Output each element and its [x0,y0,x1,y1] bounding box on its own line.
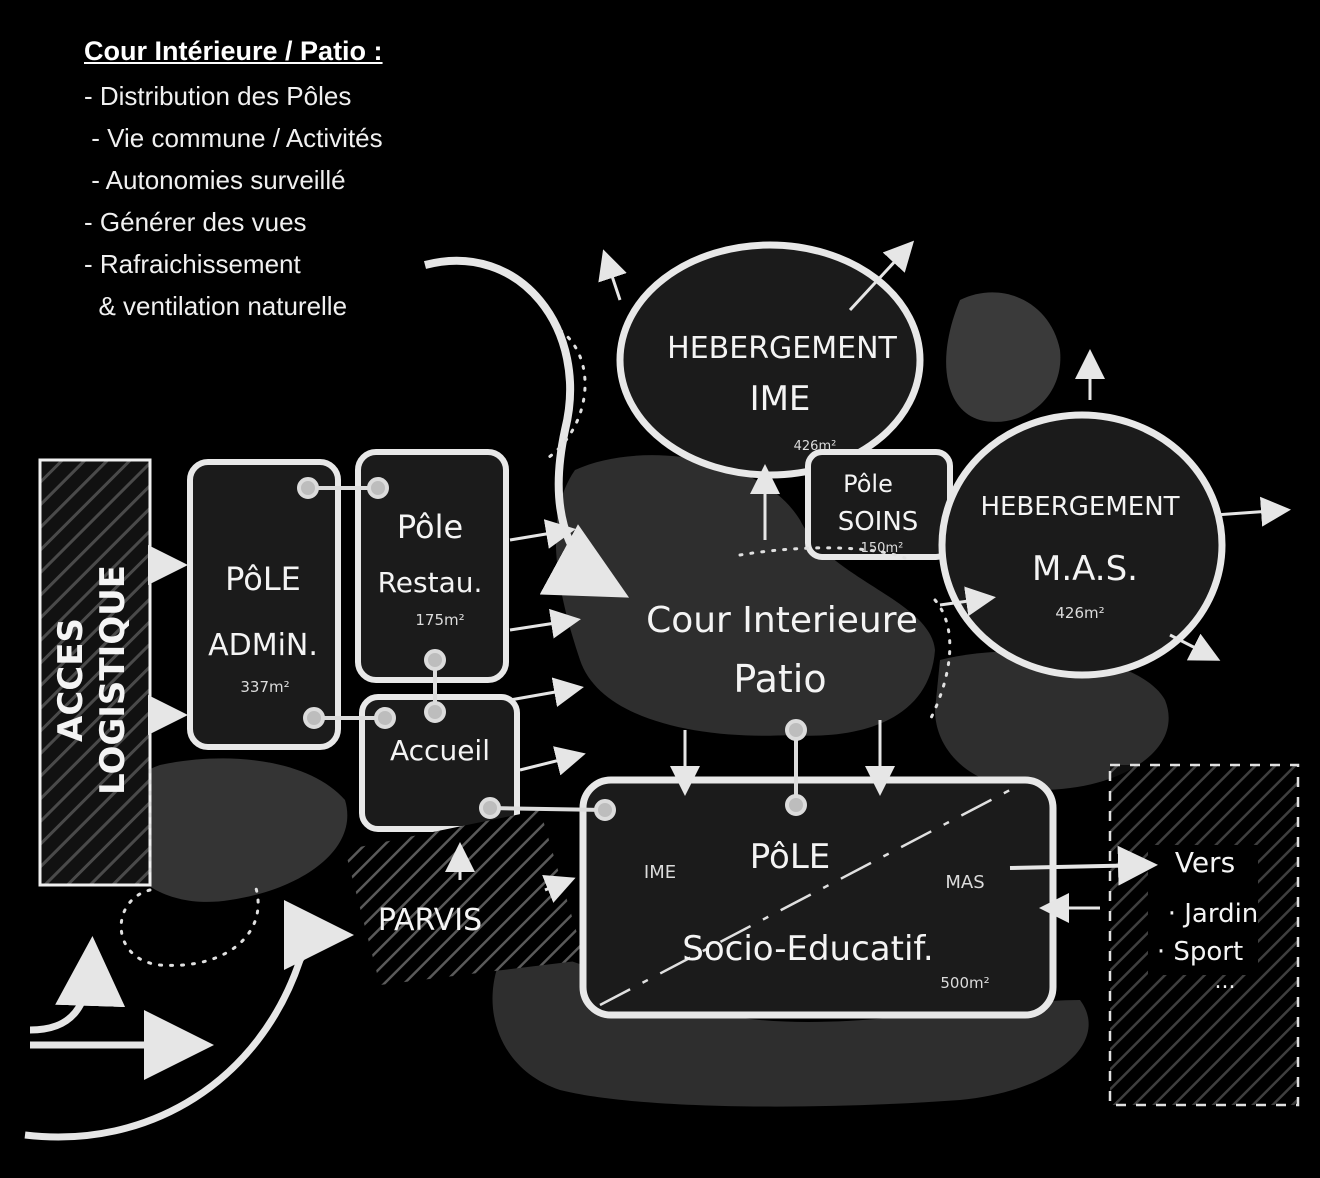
hebergement-mas: HEBERGEMENT M.A.S. 426m² [938,411,1226,679]
link-dot-admin [297,477,319,499]
hebergement-mas-title: HEBERGEMENT [980,492,1179,522]
legend-title: Cour Intérieure / Patio : [84,36,383,66]
link-dot-socio-left [594,799,616,821]
dotted-boundaries [119,328,952,967]
cour-subtitle: Patio [733,657,826,701]
link-dot-cour [785,719,807,741]
vers-zone: Vers · Jardin · Sport ... [1108,763,1300,1107]
pole-restau-subtitle: Restau. [378,566,483,599]
accueil: Accueil [359,694,520,832]
program-legend: Cour Intérieure / Patio : - Distribution… [84,36,383,327]
parvis-label: PARVIS [378,903,482,938]
legend-item-ventilation: & ventilation naturelle [84,291,348,321]
legend-item-vues: - Générer des vues [84,207,307,237]
socio-area: 500m² [940,974,989,992]
cour-title: Cour Interieure [646,600,918,641]
pole-soins-subtitle: SOINS [838,507,919,537]
link-dot-admin-accueil [303,707,325,729]
pole-soins-title: Pôle [843,470,893,498]
pole-admin-area: 337m² [240,678,289,696]
pole-restau-area: 175m² [415,611,464,629]
socio-subtitle: Socio-Educatif. [682,929,933,969]
vers-ellipsis: ... [1215,969,1236,994]
pole-admin: PôLE ADMiN. 337m² [187,459,341,750]
link-dot-accueil-left [374,707,396,729]
socio-mas-tag: MAS [945,872,984,893]
pole-restau-title: Pôle [397,508,463,546]
vers-sport: · Sport [1157,937,1243,967]
link-dot-restau-bottom [424,649,446,671]
socio-ime-tag: IME [644,862,676,883]
hebergement-mas-subtitle: M.A.S. [1032,549,1138,589]
link-dot-restau [367,477,389,499]
vers-jardin: · Jardin [1168,899,1259,929]
pole-socio-educatif: IME MAS PôLE Socio-Educatif. 500m² [579,776,1057,1019]
pole-soins-area: 150m² [861,541,904,556]
link-dot-socio-top [785,794,807,816]
hebergement-ime-subtitle: IME [750,379,811,419]
vers-label: Vers [1175,846,1235,879]
socio-title: PôLE [750,837,831,877]
hebergement-mas-area: 426m² [1055,604,1104,622]
link-dot-accueil-top [424,701,446,723]
logistique-label: LOGISTIQUE [93,565,133,795]
hebergement-ime-title: HEBERGEMENT [667,331,897,366]
parvis-zone: PARVIS [345,810,585,985]
acces-logistique-zone: ACCES LOGISTIQUE [38,458,152,887]
link-dot-accueil-bottom [479,797,501,819]
legend-item-distribution: - Distribution des Pôles [84,81,352,111]
flow-arrows [24,240,1291,1141]
accueil-label: Accueil [390,734,490,767]
pole-admin-subtitle: ADMiN. [208,628,318,663]
pole-restau: Pôle Restau. 175m² [355,449,509,683]
acces-label: ACCES [51,618,91,742]
pole-admin-title: PôLE [225,560,301,598]
legend-item-rafraichissement: - Rafraichissement [84,249,301,279]
pole-soins: Pôle SOINS 150m² [805,449,953,560]
hebergement-ime: HEBERGEMENT IME 426m² [616,241,924,479]
connections [297,477,807,821]
legend-item-autonomie: - Autonomies surveillé [84,165,346,195]
legend-item-vie-commune: - Vie commune / Activités [84,123,383,153]
cour-interieure: Cour Interieure Patio [646,600,918,701]
